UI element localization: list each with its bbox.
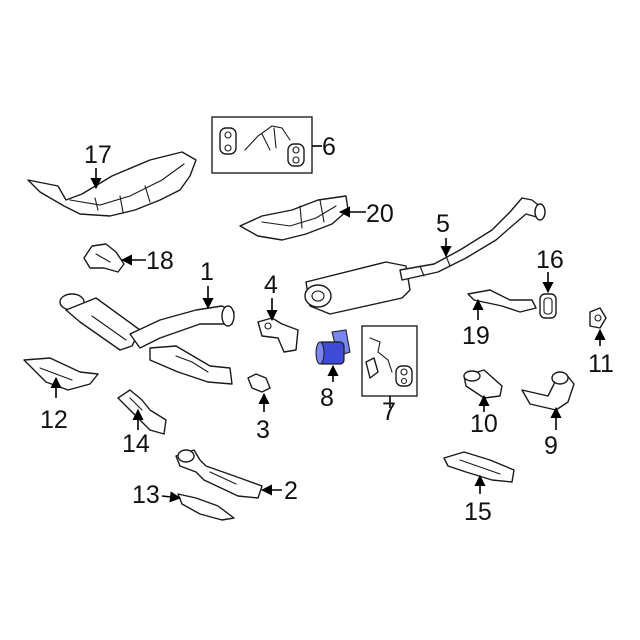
part-2-catalytic-converter[interactable] — [175, 449, 263, 499]
part-9-extension-pipe[interactable] — [521, 371, 575, 411]
callout-15[interactable]: 15 — [464, 498, 492, 526]
part-12-heat-shield[interactable] — [23, 357, 99, 391]
callout-7[interactable]: 7 — [382, 398, 396, 426]
part-6-hanger-set[interactable] — [219, 125, 305, 167]
part-14-bracket[interactable] — [117, 389, 167, 435]
part-16-gasket[interactable] — [539, 293, 557, 319]
part-8-connector-pipe-highlighted[interactable] — [315, 329, 351, 365]
callout-6[interactable]: 6 — [322, 133, 336, 161]
part-20-heat-shield[interactable] — [239, 195, 349, 241]
part-7-hanger-kit[interactable] — [365, 337, 413, 387]
part-4-bracket[interactable] — [257, 317, 299, 353]
callout-2[interactable]: 2 — [284, 477, 298, 505]
part-1-catalytic-converter-pipe[interactable] — [59, 293, 235, 385]
part-11-insulator[interactable] — [589, 307, 607, 329]
callout-12[interactable]: 12 — [40, 406, 68, 434]
callout-5[interactable]: 5 — [436, 210, 450, 238]
callout-19[interactable]: 19 — [462, 322, 490, 350]
part-3-clamp[interactable] — [247, 373, 271, 393]
callout-1[interactable]: 1 — [200, 258, 214, 286]
part-10-tailpipe-tip[interactable] — [463, 369, 503, 399]
callout-8[interactable]: 8 — [320, 384, 334, 412]
callout-17[interactable]: 17 — [84, 141, 112, 169]
callout-10[interactable]: 10 — [470, 410, 498, 438]
callout-box-6 — [211, 116, 313, 174]
part-18-bracket[interactable] — [83, 243, 125, 273]
callout-4[interactable]: 4 — [264, 271, 278, 299]
leader-13 — [161, 491, 182, 503]
part-5-muffler-tailpipe[interactable] — [304, 197, 546, 315]
callout-16[interactable]: 16 — [536, 246, 564, 274]
part-15-heat-shield[interactable] — [443, 451, 515, 483]
callout-18[interactable]: 18 — [146, 247, 174, 275]
callout-3[interactable]: 3 — [256, 416, 270, 444]
callout-14[interactable]: 14 — [122, 430, 150, 458]
callout-9[interactable]: 9 — [544, 432, 558, 460]
callout-11[interactable]: 11 — [588, 350, 614, 378]
callout-20[interactable]: 20 — [366, 200, 394, 228]
part-13-heat-shield[interactable] — [177, 493, 235, 521]
part-17-heat-shield[interactable] — [27, 151, 197, 217]
callout-13[interactable]: 13 — [132, 481, 160, 509]
